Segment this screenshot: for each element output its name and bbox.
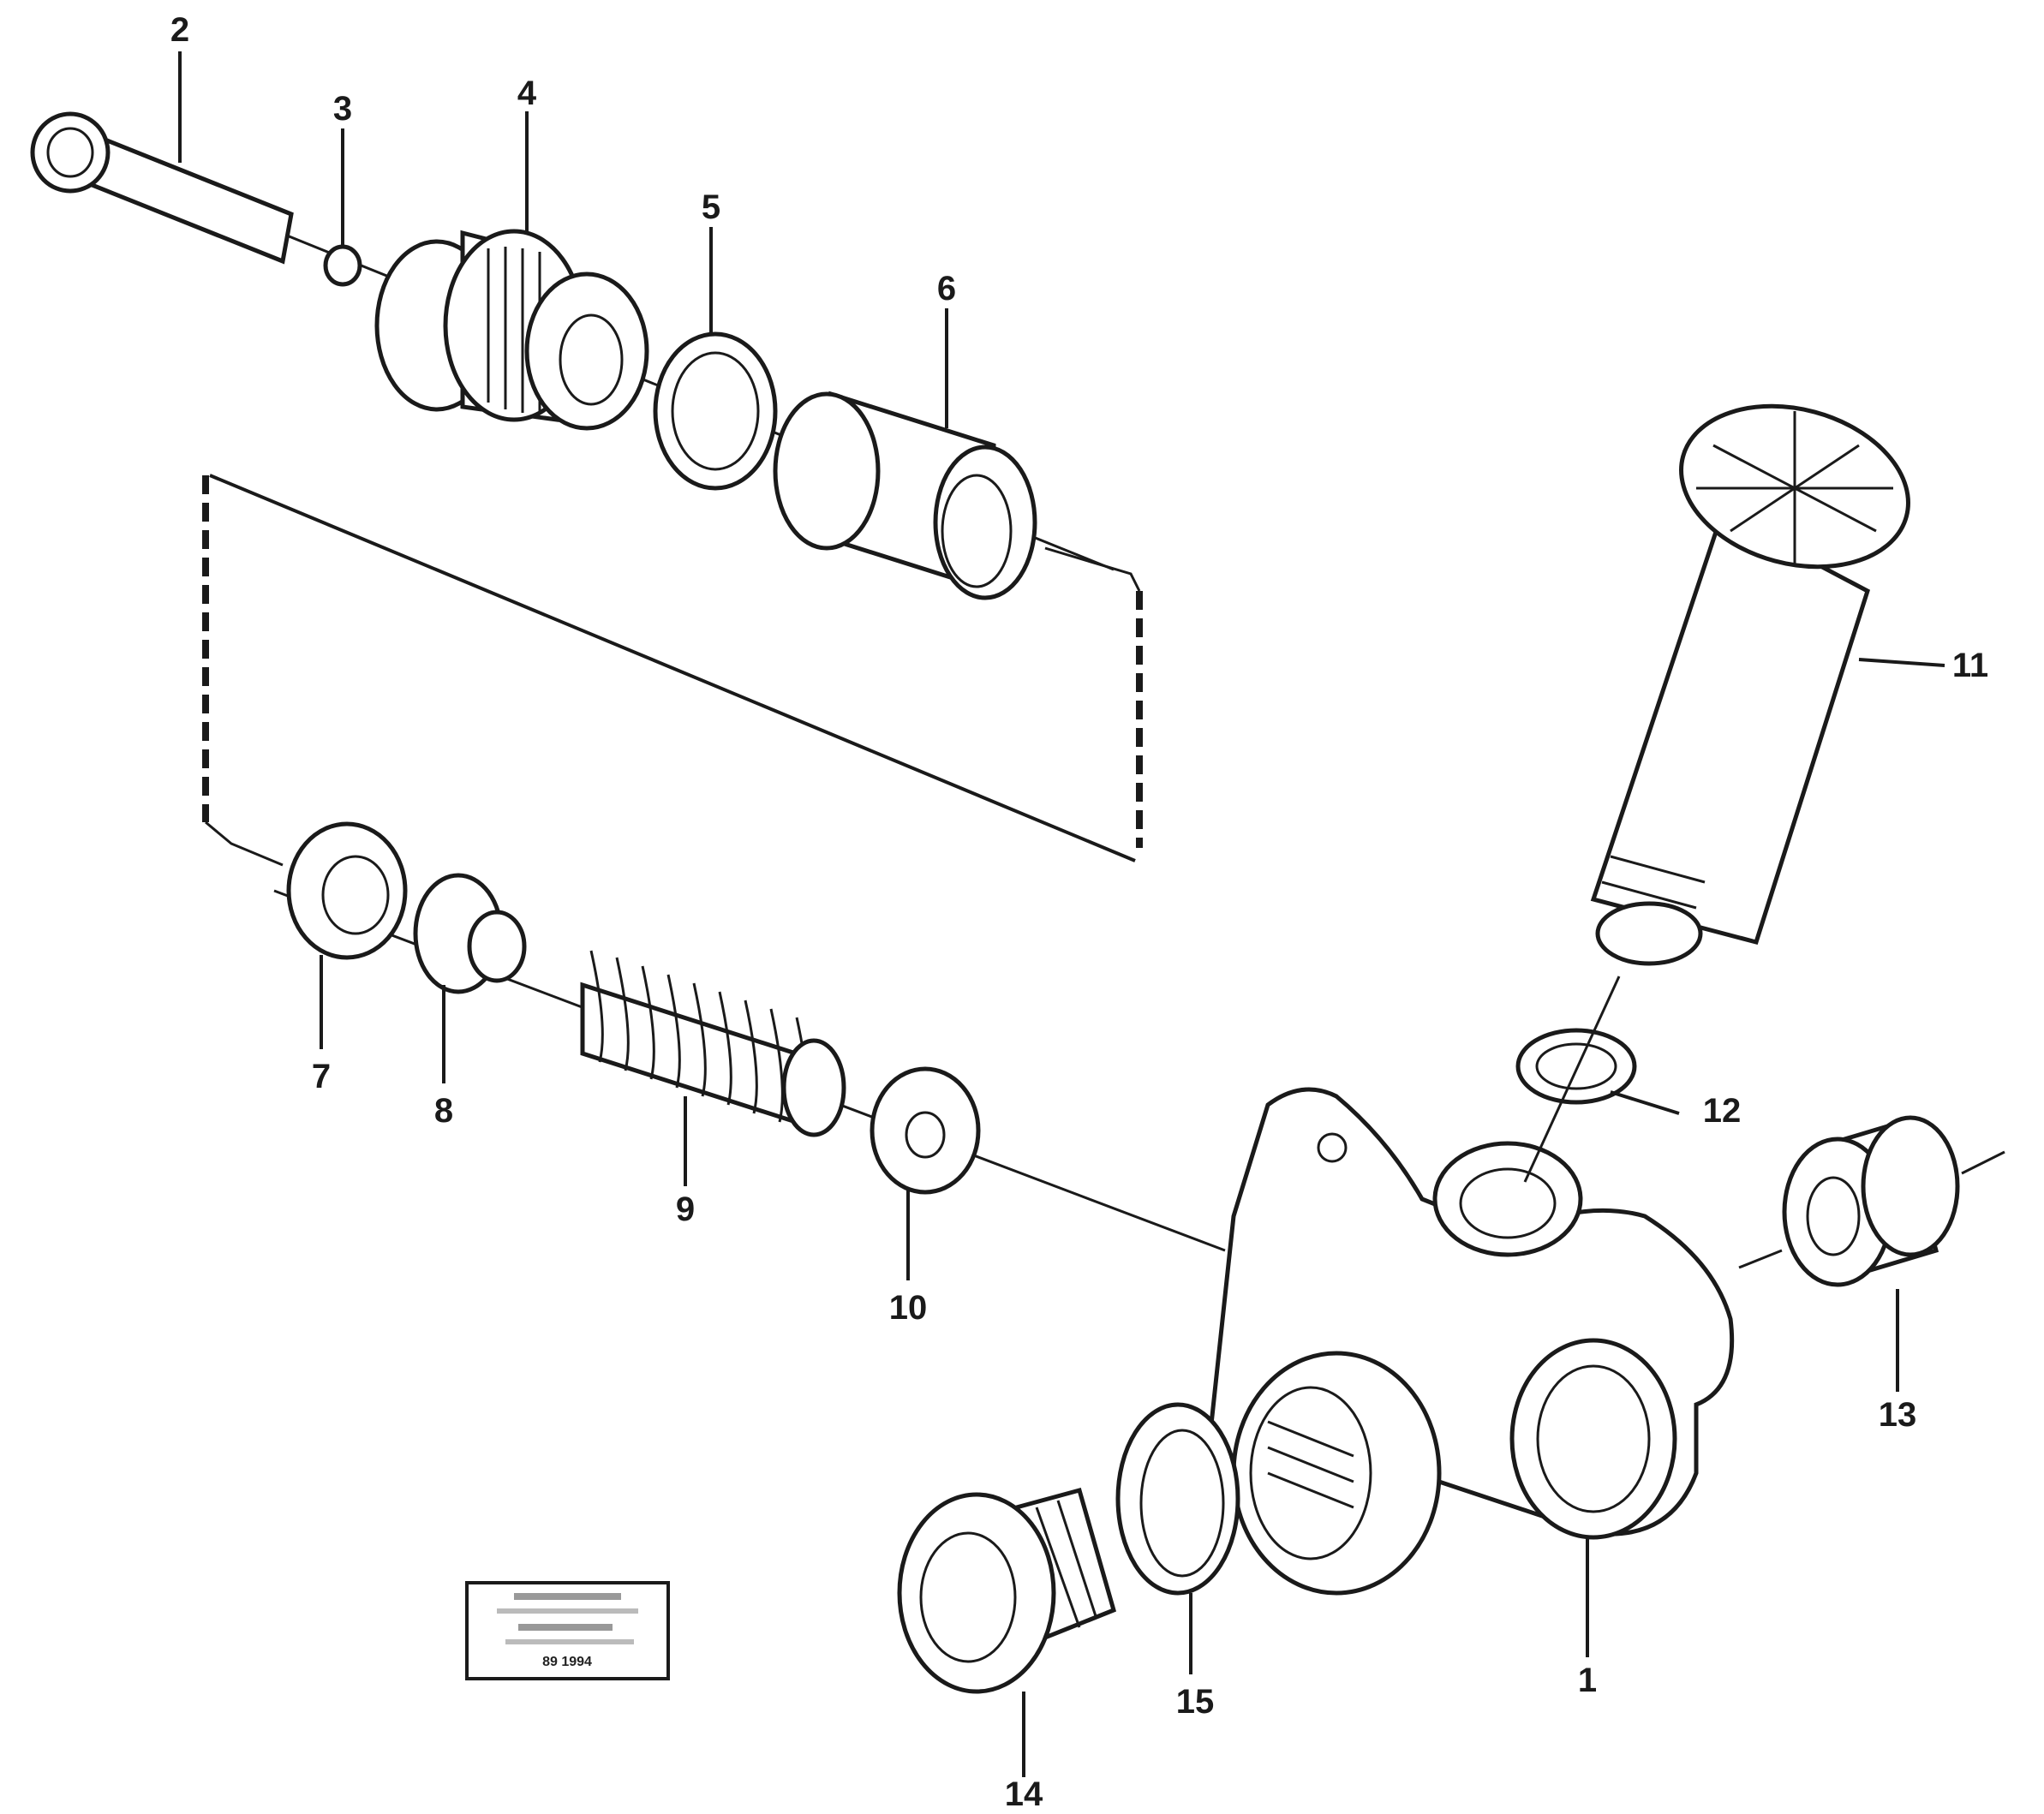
- label-part-13: 13: [1879, 1396, 1917, 1434]
- part-7-seal: [286, 821, 408, 960]
- part-14-plug: [897, 1487, 1117, 1694]
- part-3-washer: [323, 244, 362, 287]
- label-part-10: 10: [889, 1289, 928, 1327]
- part-2-pin: [30, 111, 294, 265]
- filter-axis-line: [1523, 976, 1621, 1183]
- label-part-5: 5: [702, 188, 720, 226]
- drawing-stamp: 89 1994: [465, 1581, 670, 1680]
- label-part-15: 15: [1176, 1683, 1215, 1721]
- part-5-o-ring: [653, 331, 778, 491]
- part-8-piston: [413, 873, 527, 994]
- leader-lines: [178, 51, 1945, 1777]
- part-15-o-ring: [1115, 1402, 1240, 1596]
- connector-hook-lower: [205, 820, 284, 867]
- label-part-11: 11: [1952, 647, 1988, 684]
- connector-line: [209, 474, 1136, 862]
- part-9-spring: [580, 950, 846, 1137]
- stamp-code: 89 1994: [542, 1655, 592, 1669]
- label-part-3: 3: [333, 90, 352, 128]
- part-6-sleeve: [773, 391, 1037, 600]
- part-12-o-ring: [1515, 1028, 1637, 1105]
- label-part-7: 7: [312, 1058, 331, 1095]
- label-part-2: 2: [170, 11, 189, 49]
- part-1-valve-body: [1205, 1087, 1735, 1596]
- label-part-4: 4: [517, 75, 537, 112]
- part-10-washer: [870, 1066, 981, 1195]
- part-4-threaded-plug: [374, 229, 649, 431]
- plug-13-axis: [1738, 1249, 1783, 1269]
- part-13-plug: [1782, 1115, 1960, 1287]
- label-part-12: 12: [1703, 1092, 1742, 1130]
- label-part-8: 8: [434, 1092, 453, 1130]
- label-part-14: 14: [1005, 1775, 1043, 1813]
- label-part-1: 1: [1578, 1662, 1597, 1699]
- label-part-9: 9: [676, 1190, 695, 1228]
- label-part-6: 6: [937, 270, 956, 307]
- plug-13-axis-right: [1961, 1150, 2005, 1175]
- connector-hook-upper: [1044, 546, 1141, 592]
- part-11-filter: [1590, 403, 1910, 966]
